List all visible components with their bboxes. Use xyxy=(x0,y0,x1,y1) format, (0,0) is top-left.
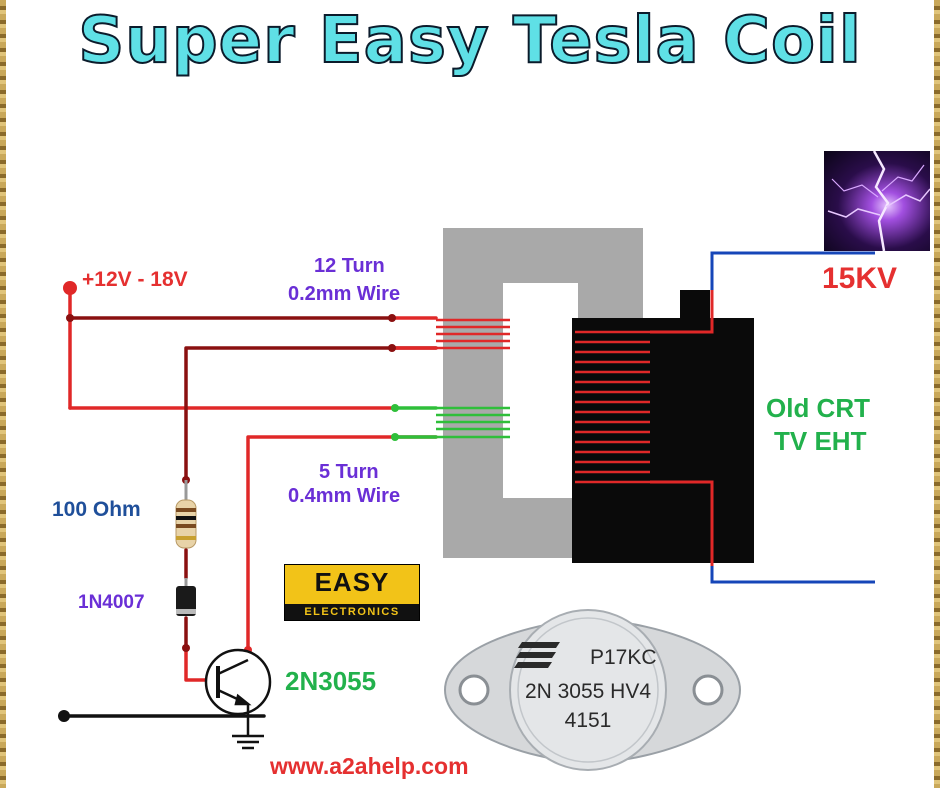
resistor-icon xyxy=(175,480,197,549)
primary-turns-label: 12 Turn xyxy=(314,255,385,277)
diode-icon xyxy=(176,578,196,616)
marking-line3: 4151 xyxy=(565,709,612,732)
output-voltage-label: 15KV xyxy=(822,262,898,295)
supply-voltage-label: +12V - 18V xyxy=(82,268,188,291)
easy-electronics-logo: EASY ELECTRONICS xyxy=(284,564,420,621)
resistor-label: 100 Ohm xyxy=(52,498,141,521)
left-border xyxy=(0,0,6,788)
wiring xyxy=(62,286,438,718)
logo-line2: ELECTRONICS xyxy=(285,604,419,620)
feedback-wire-label: 0.4mm Wire xyxy=(288,485,401,507)
supply-terminal xyxy=(63,281,77,295)
logo-line1: EASY xyxy=(314,567,390,597)
website-link[interactable]: www.a2ahelp.com xyxy=(270,753,469,779)
spark-photo xyxy=(824,151,930,251)
hv-output-leads xyxy=(710,251,875,584)
feedback-turns-label: 5 Turn xyxy=(319,461,379,483)
feedback-winding xyxy=(436,406,510,439)
npn-transistor-icon xyxy=(204,648,272,716)
transistor-label: 2N3055 xyxy=(285,666,377,696)
primary-wire-label: 0.2mm Wire xyxy=(288,283,401,305)
flyback-label-line1: Old CRT xyxy=(766,393,870,423)
transistor-photo: P17KC 2N 3055 HV4 4151 xyxy=(443,609,742,771)
right-border xyxy=(934,0,940,788)
junction-dots xyxy=(58,281,399,722)
flyback-transformer xyxy=(572,288,754,568)
primary-winding xyxy=(436,318,510,350)
diode-label: 1N4007 xyxy=(78,592,145,613)
ground-icon xyxy=(232,716,264,750)
page-title: Super Easy Tesla Coil xyxy=(77,3,862,79)
marking-line2: 2N 3055 HV4 xyxy=(525,680,651,703)
flyback-label-line2: TV EHT xyxy=(774,426,867,456)
marking-line1: P17KC xyxy=(590,646,657,669)
